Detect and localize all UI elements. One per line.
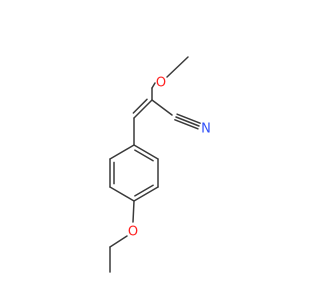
bond-oxygen-ethyl [109, 235, 128, 248]
bond-ring-6 [133, 144, 159, 160]
atom-label-nitrogen: N [201, 122, 211, 137]
bond-oxygen-methylene [151, 82, 156, 89]
bond-nitrile-triple-b [176, 113, 201, 124]
atom-label-oxygen-methoxy: O [156, 76, 166, 91]
bond-ring-6-inner [134, 149, 154, 162]
bond-ring-4 [133, 186, 159, 202]
bond-ring-oxygen [132, 200, 135, 223]
molecule-structure-diagram: O N O [109, 56, 211, 273]
bond-ring-3 [109, 186, 135, 202]
bond-alkene-double [133, 99, 153, 119]
bond-nitrile-triple [175, 116, 200, 127]
bond-nitrile-triple-a [174, 119, 199, 130]
bonds-layer [109, 56, 201, 273]
bond-ring-1 [109, 144, 135, 160]
atom-labels-layer: O N O [128, 76, 211, 240]
bond-alkene-nitrile-carbon [151, 99, 173, 116]
bond-ring-4-inner [134, 184, 154, 197]
bond-alkene-double-inner [132, 98, 148, 114]
atom-label-oxygen-ethoxy: O [128, 225, 138, 240]
bond-methyl-oxygen [166, 56, 189, 78]
